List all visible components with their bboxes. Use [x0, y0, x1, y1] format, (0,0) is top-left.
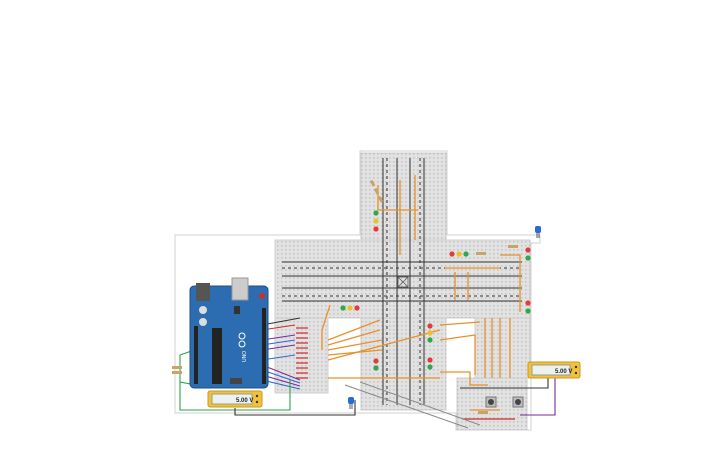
traffic-light-east[interactable]: [449, 251, 469, 257]
red-wires: [296, 327, 515, 420]
gray-wires: [344, 381, 481, 429]
intersection-wires: [282, 158, 522, 405]
breadboard-outline: [174, 150, 541, 431]
center-crossing: [397, 276, 409, 288]
usb-port: [196, 283, 210, 301]
sensor-bottom-left[interactable]: [348, 397, 354, 409]
right-meter-wires: [460, 378, 556, 416]
breadboards[interactable]: [274, 152, 531, 431]
traffic-light-far-east-top[interactable]: [525, 247, 531, 261]
traffic-light-west[interactable]: [340, 305, 360, 311]
arduino-uno[interactable]: UNO: [189, 277, 269, 389]
reset-button: [259, 293, 265, 299]
meter-left-reading: 5.00 V: [236, 398, 253, 404]
traffic-light-south-right-lower[interactable]: [427, 357, 433, 370]
traffic-light-south-left[interactable]: [373, 358, 379, 371]
power-jack: [231, 277, 249, 301]
traffic-light-north[interactable]: [373, 210, 379, 232]
multimeter-left[interactable]: 5.00 V: [207, 390, 263, 408]
sensor-top-right[interactable]: [535, 226, 541, 238]
traffic-light-south-right[interactable]: [427, 323, 433, 343]
resistors[interactable]: [172, 179, 518, 414]
push-buttons[interactable]: [485, 396, 524, 408]
traffic-light-far-east-bottom[interactable]: [525, 300, 531, 314]
meter-right-reading: 5.00 V: [555, 369, 572, 375]
orange-wires: [321, 175, 521, 411]
arduino-label: UNO: [242, 351, 248, 362]
multimeter-right[interactable]: 5.00 V: [527, 361, 581, 379]
